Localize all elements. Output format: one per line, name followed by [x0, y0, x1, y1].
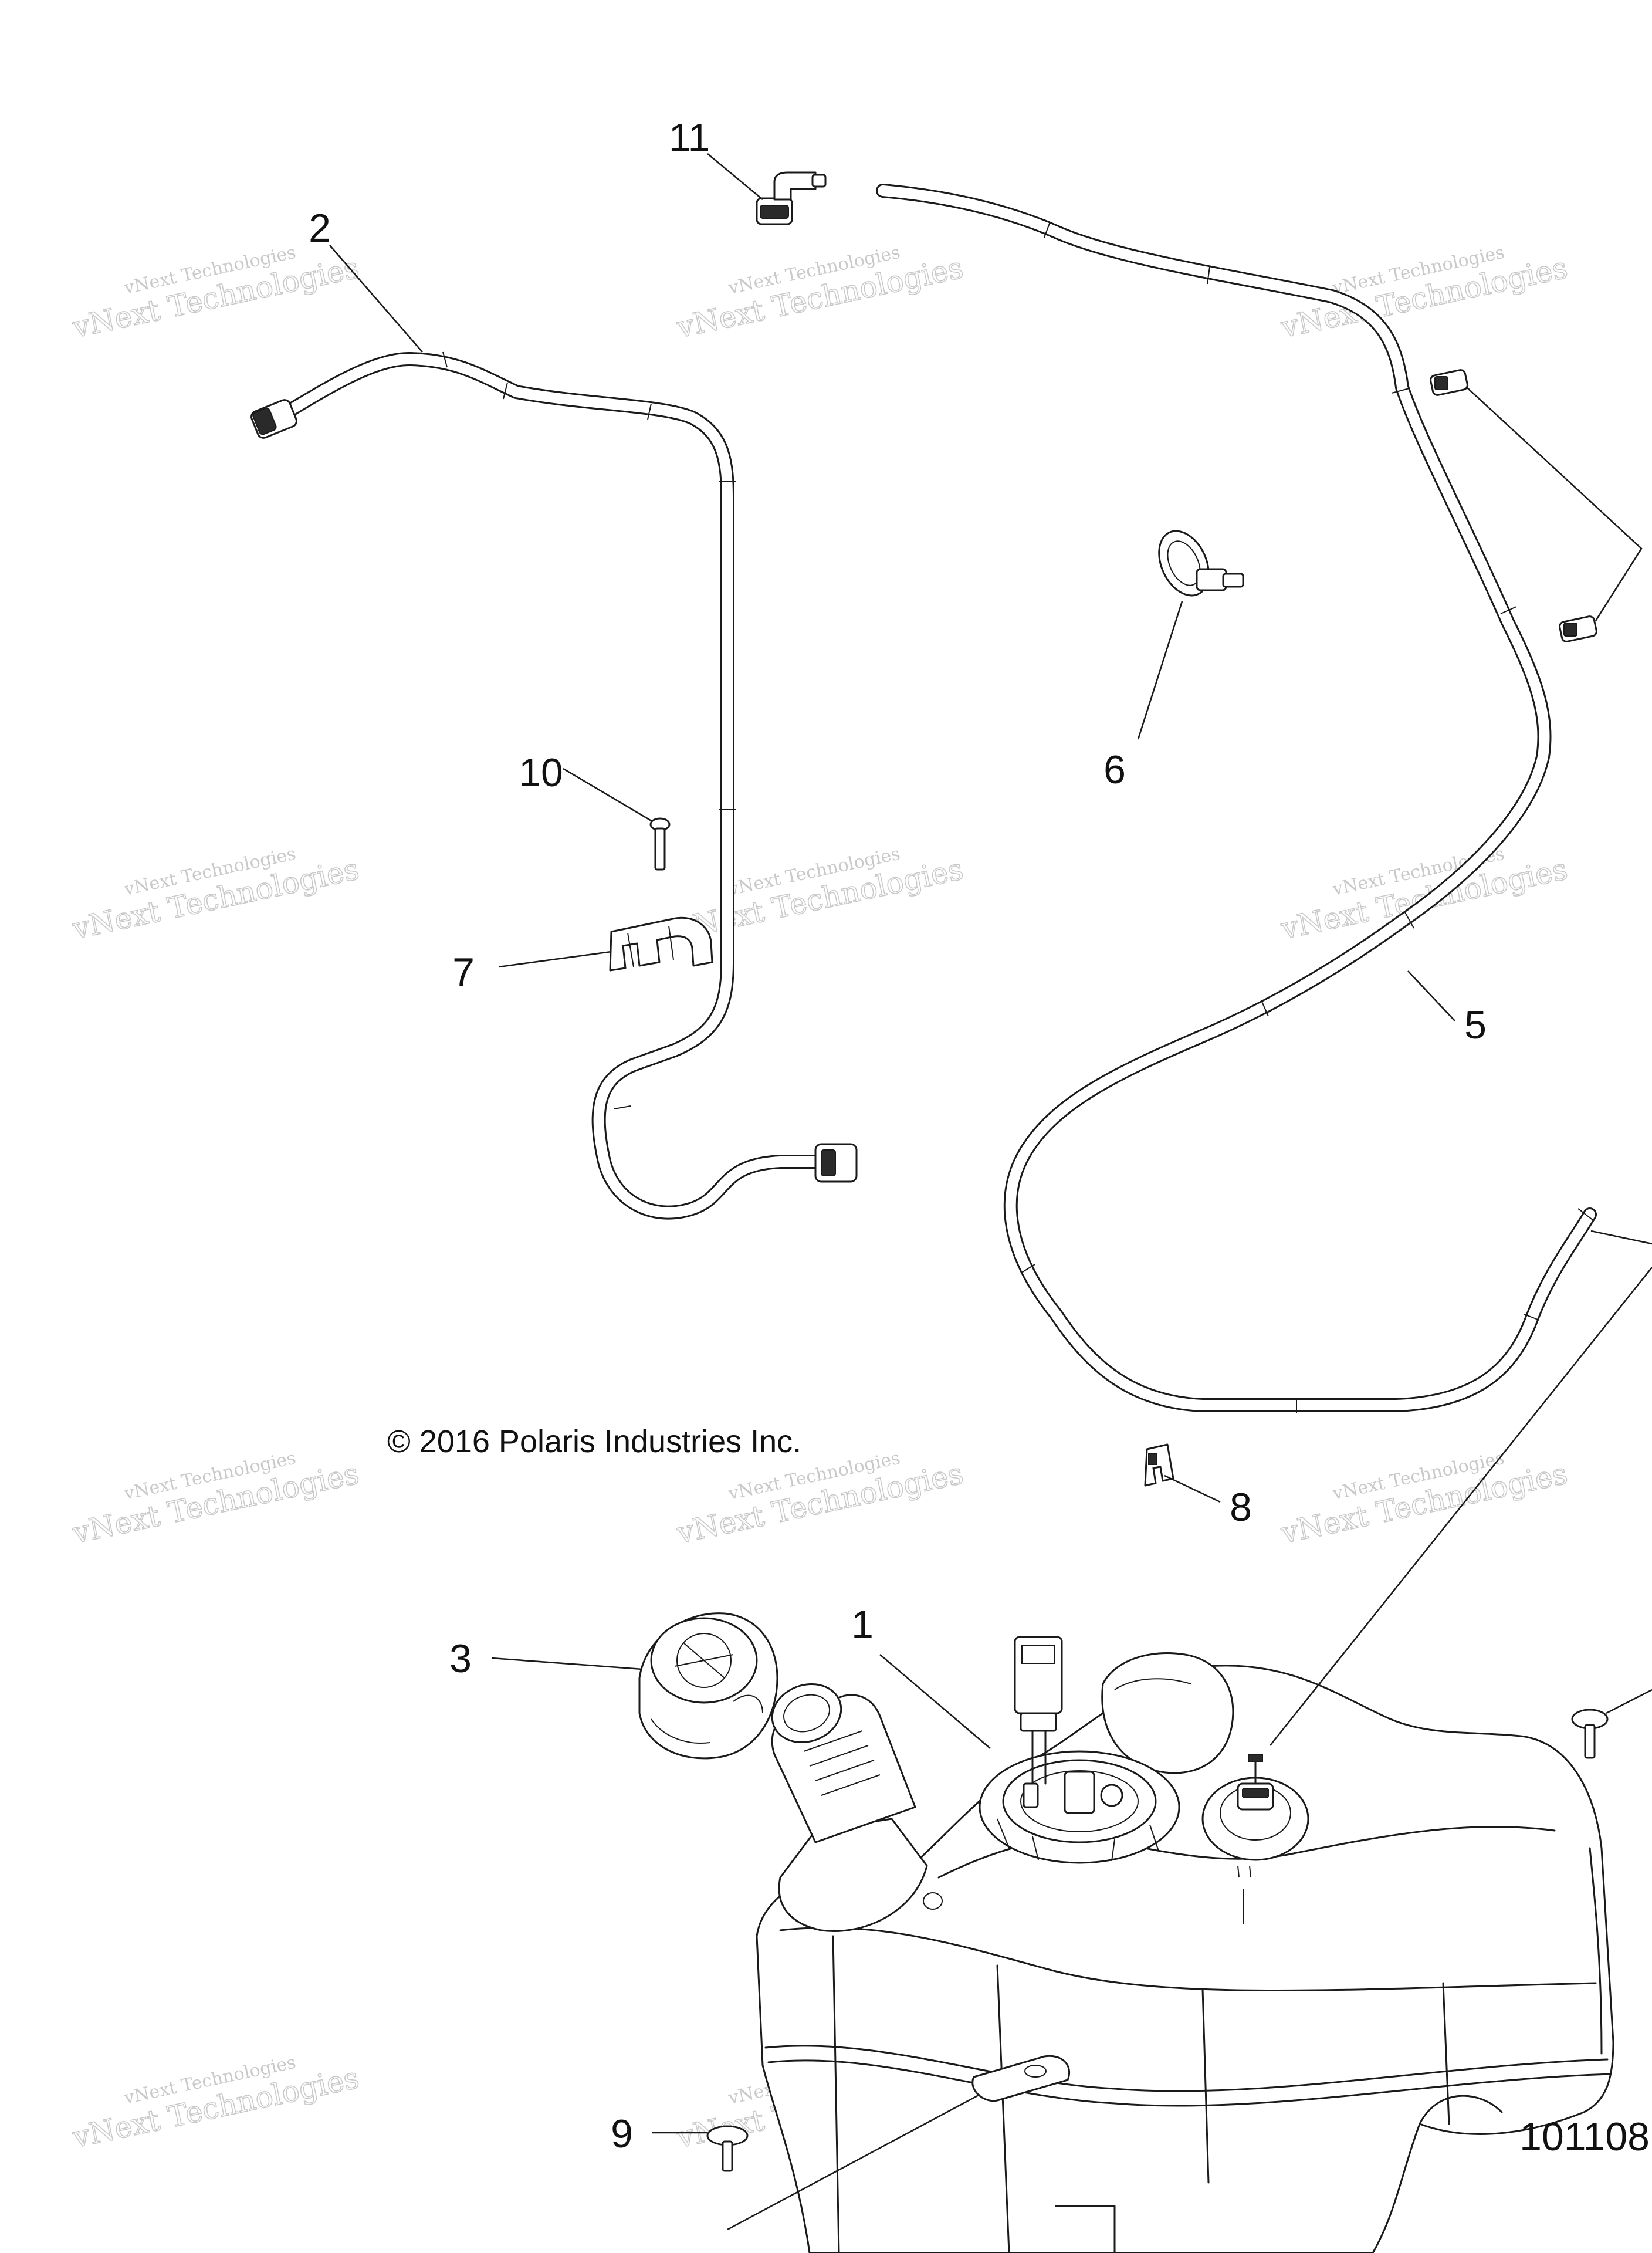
leader-vent-valve	[1269, 1267, 1652, 1746]
copyright-text: © 2016 Polaris Industries Inc.	[387, 1424, 801, 1459]
part-2-fuel-line[interactable]	[250, 351, 858, 1220]
part-6-clamp[interactable]	[1149, 523, 1244, 603]
vent-fitting-lower[interactable]	[1559, 615, 1597, 642]
callout-6: 6	[1103, 747, 1126, 792]
part-11-elbow-fitting[interactable]	[756, 171, 827, 225]
callout-5: 5	[1464, 1003, 1487, 1047]
part-7-clip[interactable]	[609, 916, 713, 972]
part-8-clip[interactable]	[1144, 1443, 1174, 1487]
callout-10: 10	[519, 750, 563, 795]
leader-right-upper	[1590, 1230, 1652, 1245]
tank-screw[interactable]	[1571, 1689, 1652, 1759]
part-10-screw[interactable]	[649, 817, 671, 871]
callout-11: 11	[669, 116, 710, 160]
leader-fittings	[1466, 387, 1643, 621]
callout-7: 7	[452, 950, 475, 994]
part-9-rivet[interactable]	[706, 2125, 749, 2172]
callout-1: 1	[851, 1602, 874, 1647]
figure-number: 101108	[1519, 2115, 1650, 2159]
callout-9: 9	[611, 2112, 633, 2156]
part-1-fuel-tank[interactable]	[756, 1636, 1614, 2253]
part-3-fuel-cap[interactable]	[638, 1612, 778, 1760]
part-5-vent-line[interactable]	[876, 184, 1597, 1413]
callout-2: 2	[309, 206, 331, 251]
callout-leaders	[329, 153, 1455, 2231]
callout-8: 8	[1230, 1485, 1252, 1530]
vent-fitting-upper[interactable]	[1430, 369, 1468, 396]
callout-3: 3	[449, 1636, 472, 1681]
